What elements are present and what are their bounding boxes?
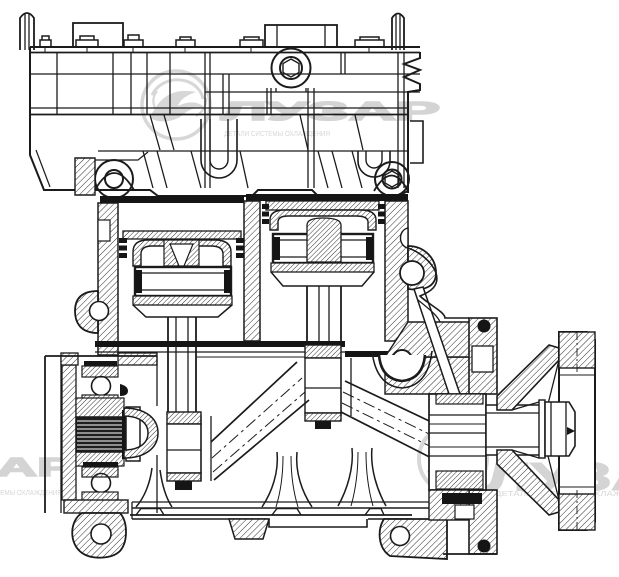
svg-text:ДЕТАЛИ СИСТЕМЫ ОХЛАЖДЕНИЯ: ДЕТАЛИ СИСТЕМЫ ОХЛАЖДЕНИЯ: [0, 488, 62, 497]
svg-text:ДЕТАЛИ СИСТЕМЫ ОХЛАЖДЕНИЯ: ДЕТАЛИ СИСТЕМЫ ОХЛАЖДЕНИЯ: [224, 129, 330, 138]
